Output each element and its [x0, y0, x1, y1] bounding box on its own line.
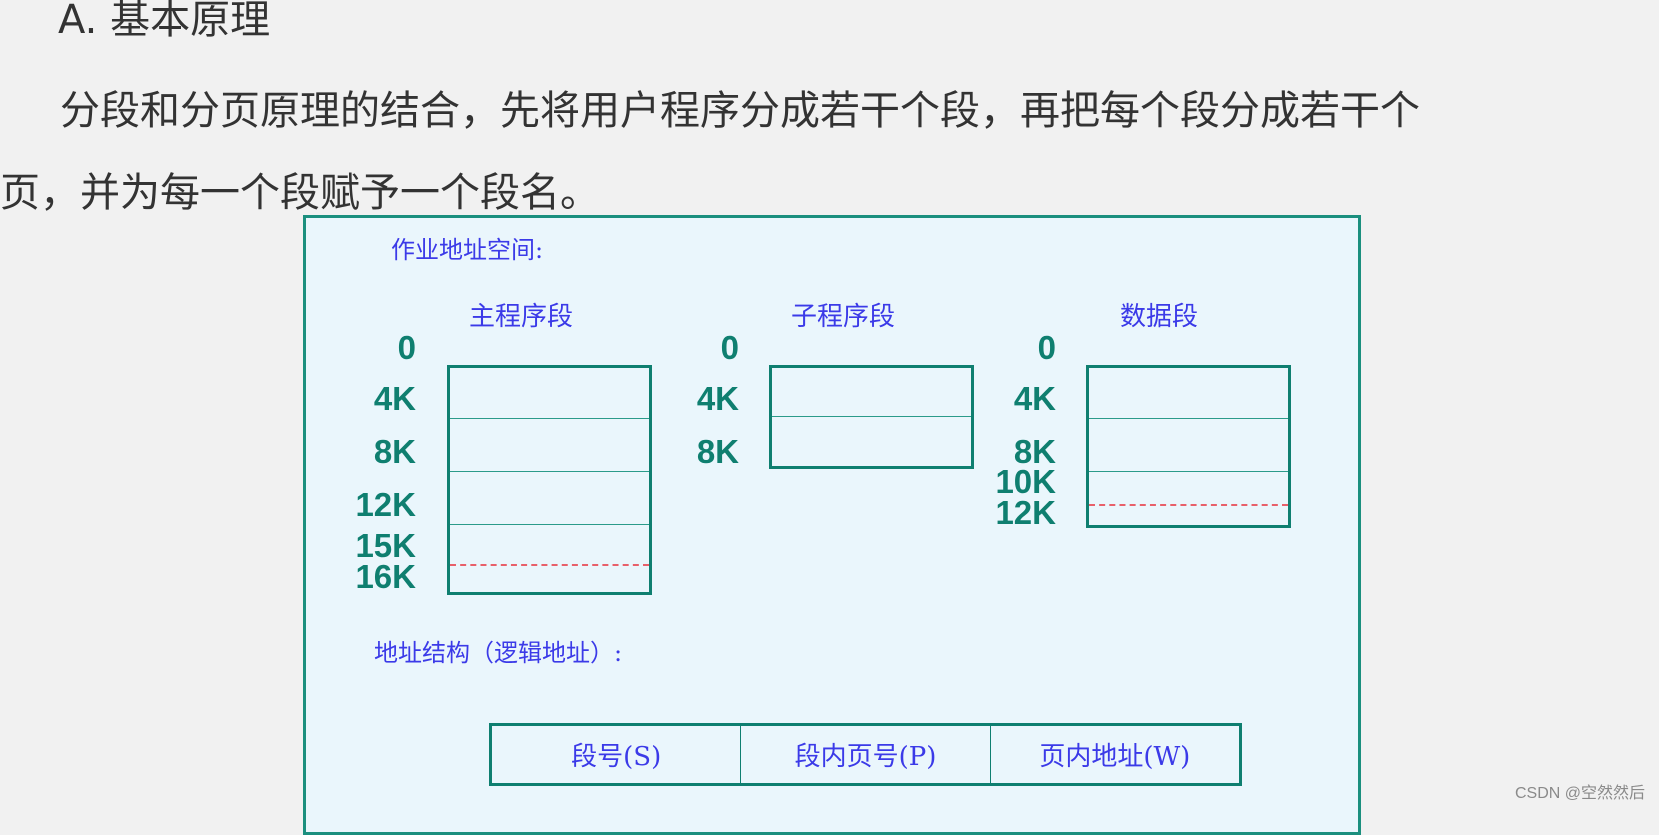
- page-divider: [1089, 418, 1288, 419]
- page-divider: [450, 524, 649, 525]
- address-space-label: 作业地址空间:: [391, 236, 544, 264]
- intro-paragraph: 分段和分页原理的结合，先将用户程序分成若干个段，再把每个段分成若干个 页，并为每…: [0, 70, 1659, 234]
- tick-label: 0: [1037, 329, 1056, 366]
- tick-label: 4K: [1013, 380, 1056, 417]
- tick-label: 16K: [355, 558, 416, 595]
- field-segment-number: 段号(S): [571, 742, 662, 772]
- watermark: CSDN @空然然后: [1514, 785, 1645, 802]
- logical-address-structure: 段号(S) 段内页号(P) 页内地址(W): [489, 723, 1242, 786]
- segment-title-main: 主程序段: [468, 302, 573, 332]
- segment-title-sub: 子程序段: [790, 302, 895, 332]
- tick-label: 8K: [1013, 433, 1056, 470]
- segment-paging-figure: 作业地址空间: 主程序段 0 4K 8K 12K 15K 16K 子程序段 0 …: [303, 215, 1361, 835]
- tick-label: 15K: [355, 527, 416, 564]
- segment-end-dashed: [1089, 504, 1288, 506]
- field-page-number: 段内页号(P): [740, 726, 989, 783]
- paragraph-line-2: 页，并为每一个段赋予一个段名。: [0, 170, 600, 216]
- tick-label: 4K: [696, 380, 739, 417]
- segment-end-dashed: [450, 564, 649, 566]
- tick-label: 12K: [995, 494, 1056, 531]
- segment-box-main: [447, 365, 652, 595]
- tick-label: 8K: [696, 433, 739, 470]
- tick-label: 8K: [373, 433, 416, 470]
- tick-label: 0: [720, 329, 739, 366]
- page-divider: [450, 418, 649, 419]
- paragraph-line-1: 分段和分页原理的结合，先将用户程序分成若干个段，再把每个段分成若干个: [60, 88, 1420, 134]
- segment-title-data: 数据段: [1119, 302, 1198, 332]
- tick-label: 0: [397, 329, 416, 366]
- tick-label: 4K: [373, 380, 416, 417]
- tick-label: 12K: [355, 486, 416, 523]
- page-divider: [1089, 471, 1288, 472]
- page-divider: [450, 471, 649, 472]
- address-structure-label: 地址结构（逻辑地址）:: [374, 639, 623, 667]
- segment-box-sub: [769, 365, 974, 469]
- field-page-offset: 页内地址(W): [989, 726, 1239, 783]
- section-heading: A. 基本原理: [58, 0, 271, 43]
- segment-box-data: [1086, 365, 1291, 528]
- tick-label: 10K: [995, 463, 1056, 500]
- page-divider: [772, 416, 971, 417]
